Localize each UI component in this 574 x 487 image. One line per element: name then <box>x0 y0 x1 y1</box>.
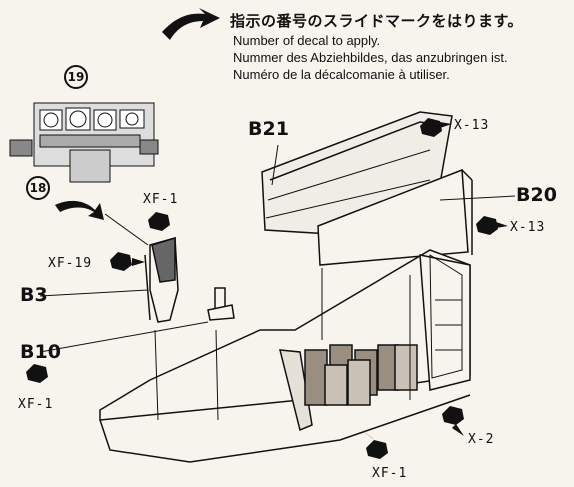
decal-number-18: 18 <box>26 176 50 200</box>
leader-lines <box>39 144 516 421</box>
instruction-japanese: 指示の番号のスライドマークをはります。 <box>230 12 524 30</box>
paint-code-xf1-left: XF-1 <box>18 397 54 412</box>
part-label-b21: B21 <box>248 118 289 140</box>
paint-marker-xf19 <box>110 252 145 271</box>
decal-number-19: 19 <box>64 65 88 89</box>
paint-code-xf1-upper: XF-1 <box>143 192 179 207</box>
cockpit-tub-shape <box>99 249 471 463</box>
paint-code-x13-mid: X-13 <box>510 220 546 235</box>
part-label-b20: B20 <box>516 184 557 206</box>
part-label-b3: B3 <box>20 284 48 306</box>
instrument-panel-decal <box>9 102 159 183</box>
decal18-arrow-icon <box>55 200 104 220</box>
part-b20-shape <box>317 168 473 266</box>
paint-marker-x2 <box>442 406 464 436</box>
paint-marker-xf1-bottom <box>360 428 388 459</box>
instruction-french: Numéro de la décalcomanie à utiliser. <box>233 67 450 82</box>
paint-code-x2: X-2 <box>468 432 495 447</box>
instruction-english: Number of decal to apply. <box>233 33 381 48</box>
part-b10-shape <box>207 287 235 321</box>
decal-arrow-icon <box>162 8 220 40</box>
paint-code-x13-top: X-13 <box>454 118 490 133</box>
paint-marker-xf1-upper <box>148 212 170 231</box>
paint-markers <box>26 118 508 459</box>
part-label-b10: B10 <box>20 341 61 363</box>
part-b3-shape <box>144 236 179 323</box>
paint-code-xf19: XF-19 <box>48 256 93 271</box>
paint-marker-xf1-left <box>26 364 48 383</box>
paint-code-xf1-bottom: XF-1 <box>372 466 408 481</box>
paint-marker-x13-mid <box>476 216 508 235</box>
instruction-german: Nummer des Abziehbildes, das anzubringen… <box>233 50 508 65</box>
paint-marker-x13-top <box>420 118 452 137</box>
